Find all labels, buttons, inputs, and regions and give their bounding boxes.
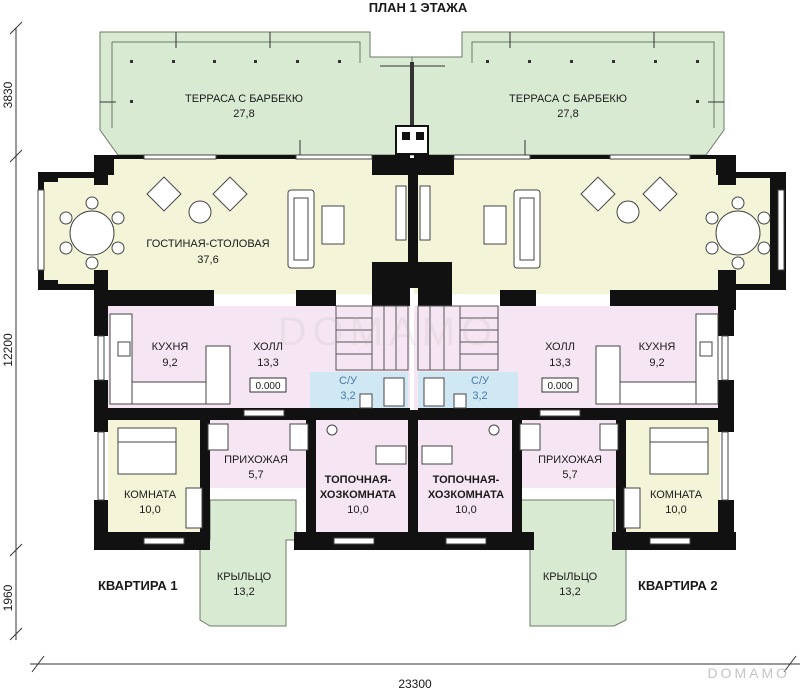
dimension-lines [9,21,800,673]
plan-title: ПЛАН 1 ЭТАЖА [369,0,468,15]
boiler-left-area: 10,0 [347,504,368,516]
apartment-1-label: КВАРТИРА 1 [98,578,178,593]
boiler-right-area: 10,0 [455,504,476,516]
dining-table-right [715,210,761,256]
boiler-left-name-2: ХОЗКОМНАТА [320,489,396,501]
room-right-area: 10,0 [665,504,686,516]
room-left-name: КОМНАТА [124,489,177,501]
living-left-fill [94,158,410,294]
watermark-corner: DOMAMO [707,665,790,681]
terrace-left-area: 27,8 [233,108,254,120]
dim-width: 23300 [398,677,432,691]
terrace-right-area: 27,8 [557,108,578,120]
dining-table-left [69,210,115,256]
porch-right-area: 13,2 [559,586,580,598]
terrace-left-name: ТЕРРАСА С БАРБЕКЮ [185,93,303,105]
kitchen-right-area: 9,2 [649,357,664,369]
entry-left-area: 5,7 [248,469,263,481]
boiler-right-name-2: ХОЗКОМНАТА [428,489,504,501]
hall-left-name: ХОЛЛ [253,341,283,353]
entry-left-name: ПРИХОЖАЯ [224,454,288,466]
furniture [59,176,771,529]
kitchen-left-area: 9,2 [162,357,177,369]
level-marks: 0.000 0.000 [249,377,579,393]
wc-left-name: С/У [339,375,358,387]
living-left-area: 37,6 [197,254,218,266]
level-left: 0.000 [255,381,280,392]
porch-left-name: КРЫЛЬЦО [217,571,272,583]
windows [37,154,785,545]
porch-right [519,499,627,627]
boiler-right-name-1: ТОПОЧНАЯ- [433,474,500,486]
boiler-left-name-1: ТОПОЧНАЯ- [325,474,392,486]
entry-right-name: ПРИХОЖАЯ [538,454,602,466]
wc-left-area: 3,2 [340,390,355,402]
living-left-name: ГОСТИНАЯ-СТОЛОВАЯ [146,238,269,250]
level-right: 0.000 [547,381,572,392]
wc-right-name: С/У [471,375,490,387]
stairs-left [335,305,409,371]
room-left-area: 10,0 [139,504,160,516]
watermark-center: DOMAMO [278,310,498,354]
room-labels: ТЕРРАСА С БАРБЕКЮ 27,8 ТЕРРАСА С БАРБЕКЮ… [124,93,703,598]
dim-top: 3830 [1,81,15,108]
porch-right-name: КРЫЛЬЦО [543,571,598,583]
entry-right-area: 5,7 [562,469,577,481]
kitchen-left-name: КУХНЯ [152,341,189,353]
wc-right-area: 3,2 [472,390,487,402]
terrace-right-name: ТЕРРАСА С БАРБЕКЮ [509,93,627,105]
living-right-fill [414,158,734,294]
stairs-right [417,305,499,371]
hall-left-area: 13,3 [257,357,278,369]
dim-middle: 12200 [1,333,15,367]
hall-right-name: ХОЛЛ [545,341,575,353]
apartment-2-label: КВАРТИРА 2 [638,578,718,593]
porch-left-area: 13,2 [233,586,254,598]
room-right-name: КОМНАТА [650,489,703,501]
dim-bottom: 1960 [1,584,15,611]
porch-left [199,499,297,627]
hall-right-area: 13,3 [549,357,570,369]
kitchen-right-name: КУХНЯ [639,341,676,353]
